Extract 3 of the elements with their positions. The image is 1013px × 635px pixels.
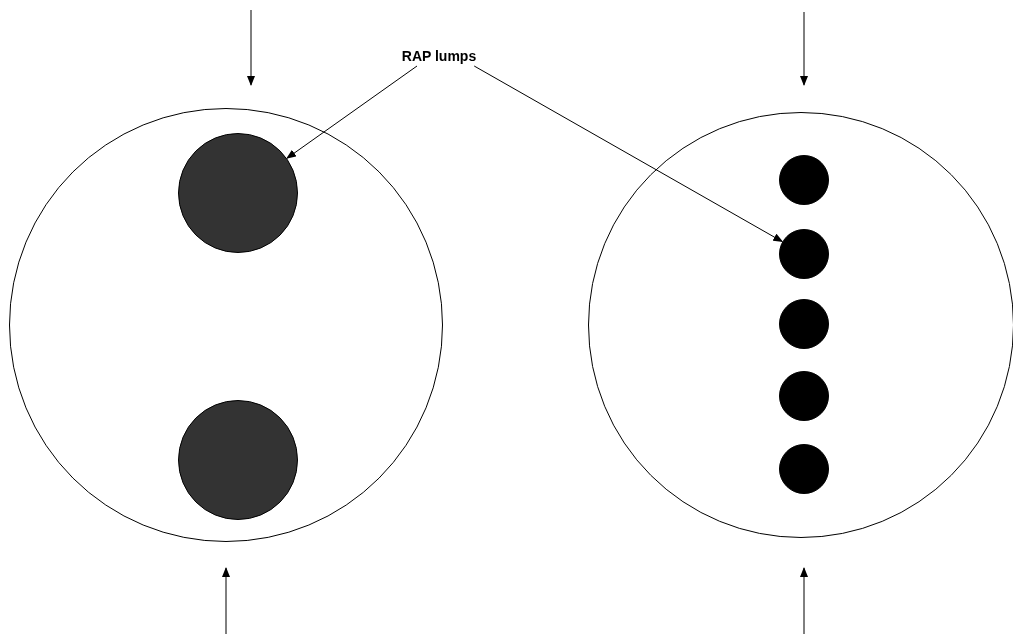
callout-label: RAP lumps <box>401 46 477 66</box>
leader-line <box>286 65 418 159</box>
leader-line <box>473 65 784 243</box>
